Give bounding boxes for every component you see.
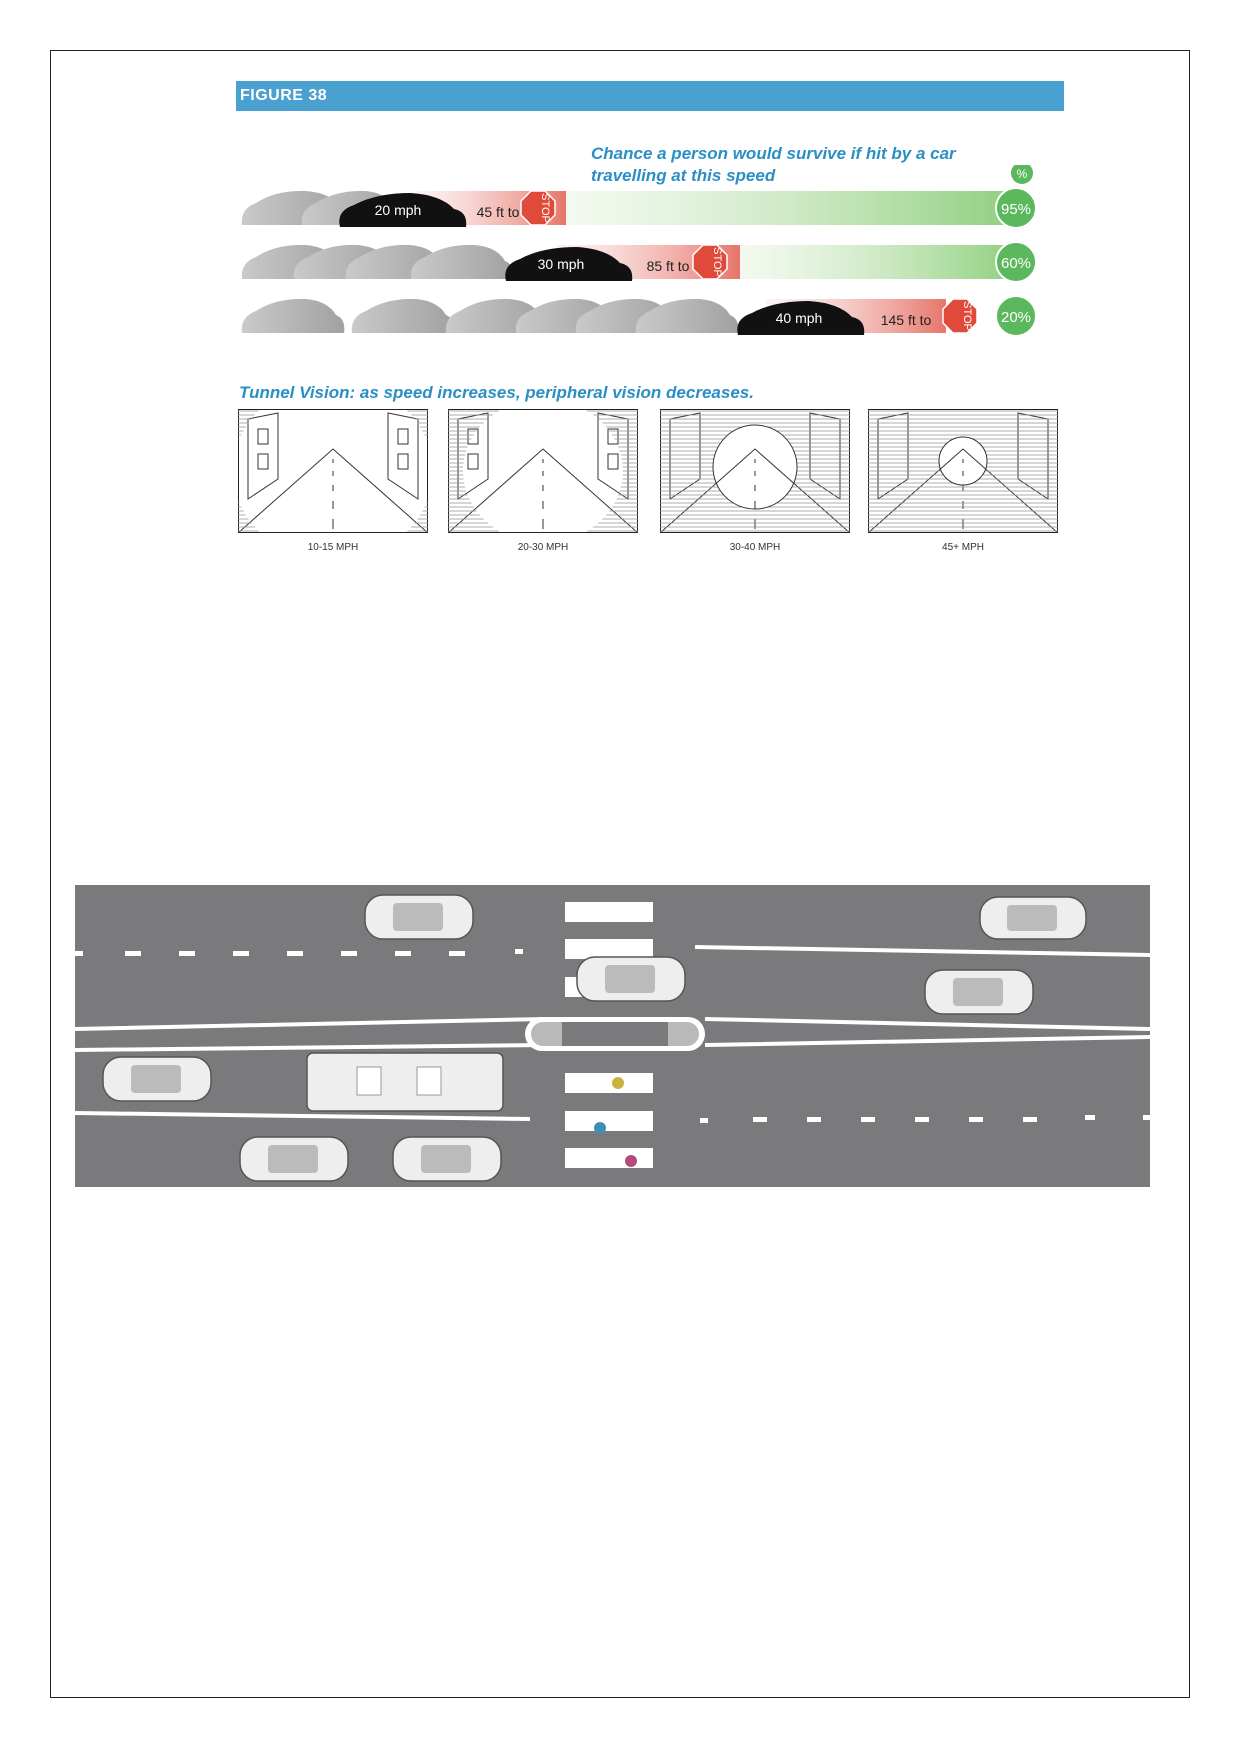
page-border bbox=[50, 50, 1190, 1698]
stop-label: STOP bbox=[539, 193, 551, 223]
car-silhouette-40 bbox=[737, 301, 865, 335]
distance-label-40: 145 ft to bbox=[881, 312, 932, 328]
pedestrian-icon bbox=[594, 1122, 606, 1134]
distance-label-20: 45 ft to bbox=[477, 204, 520, 220]
speed-label-30: 30 mph bbox=[538, 256, 585, 272]
survival-value-30: 60% bbox=[1001, 255, 1031, 272]
bus-icon bbox=[306, 1052, 504, 1112]
speed-row-30: 30 mph 85 ft to STOP 60% bbox=[241, 241, 1037, 283]
stop-sign-icon bbox=[520, 190, 556, 226]
speed-row-20: 20 mph 45 ft to STOP 95% bbox=[241, 187, 1037, 229]
percent-symbol: % bbox=[1017, 167, 1028, 181]
distance-label-30: 85 ft to bbox=[647, 258, 690, 274]
car-silhouette-30 bbox=[505, 247, 633, 281]
tunnel-panel-label-4: 45+ MPH bbox=[942, 542, 984, 553]
speed-row-40: 40 mph 145 ft to STOP 20% bbox=[241, 295, 1037, 337]
tunnel-panel-label-1: 10-15 MPH bbox=[307, 542, 359, 553]
pedestrian-icon bbox=[625, 1155, 637, 1167]
tunnel-vision-title: Tunnel Vision: as speed increases, perip… bbox=[239, 383, 754, 402]
speed-label-20: 20 mph bbox=[375, 202, 422, 218]
stop-sign-icon bbox=[692, 244, 728, 280]
speed-survival-graphic: % 20 mph 45 ft to STOP 95% 30 mph 85 ft … bbox=[241, 165, 1037, 337]
figure-header: FIGURE 38 bbox=[236, 81, 1064, 111]
speed-label-40: 40 mph bbox=[776, 310, 823, 326]
stop-label: STOP bbox=[961, 301, 973, 331]
tunnel-panel-3 bbox=[660, 409, 850, 533]
pedestrian-icon bbox=[612, 1077, 624, 1089]
survival-title: Chance a person would survive if hit by … bbox=[591, 144, 956, 185]
survival-value-40: 20% bbox=[1001, 309, 1031, 326]
tunnel-panel-2 bbox=[448, 409, 638, 533]
stop-label: STOP bbox=[711, 247, 723, 277]
car-silhouette-20 bbox=[339, 193, 467, 227]
road-crossing-illustration bbox=[75, 885, 1150, 1187]
tunnel-panel-label-2: 20-30 MPH bbox=[517, 542, 569, 553]
tunnel-panel-label-3: 30-40 MPH bbox=[729, 542, 781, 553]
percent-badge: % bbox=[1011, 165, 1033, 184]
survival-value-20: 95% bbox=[1001, 201, 1031, 218]
stop-sign-icon bbox=[942, 298, 978, 334]
tunnel-panel-1 bbox=[238, 409, 428, 533]
tunnel-panel-4 bbox=[868, 409, 1058, 533]
